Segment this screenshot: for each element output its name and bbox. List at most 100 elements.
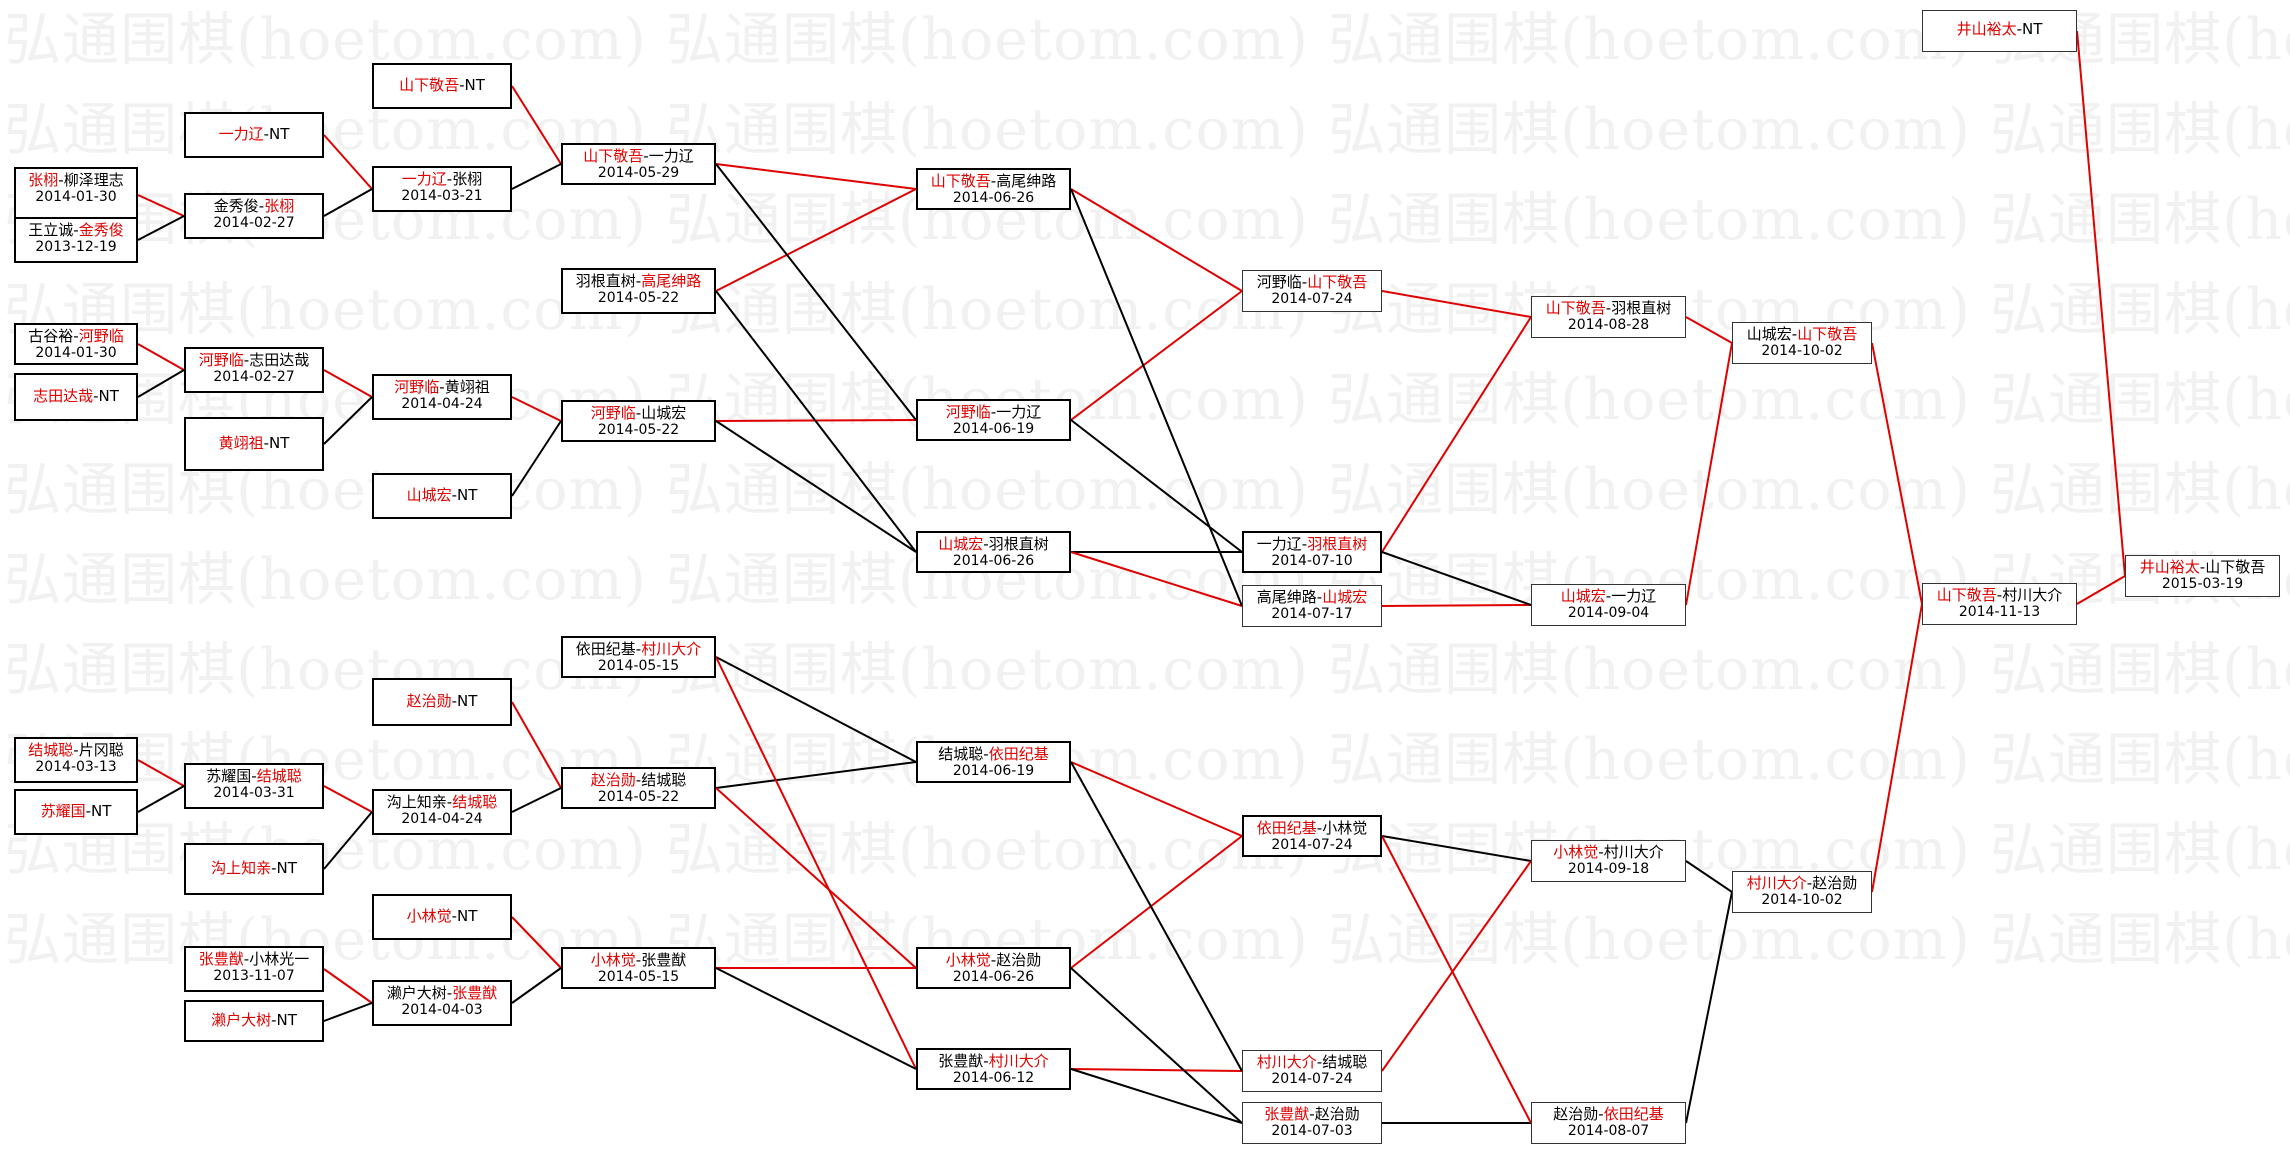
player-name: -NT [263, 434, 290, 452]
match-date: 2014-06-12 [952, 1070, 1035, 1086]
connector-m47-m49 [1871, 342, 1923, 605]
match-players: 张豊猷-赵治勋 [1243, 1106, 1381, 1123]
match-date: 2014-06-26 [952, 190, 1035, 206]
winner-name: 山城宏 [406, 486, 452, 504]
winner-name: 依田纪基 [988, 745, 1049, 763]
match-date: 2014-05-22 [597, 290, 680, 306]
player-name: -志田达哉 [243, 351, 310, 369]
match-players: 山城宏-山下敬吾 [1733, 326, 1871, 343]
winner-name: 井山裕太 [1956, 20, 2017, 38]
connector-m33-m39 [1070, 551, 1243, 607]
match-players: 河野临-山下敬吾 [1243, 274, 1381, 291]
connector-m28-m36 [715, 656, 917, 1070]
match-date: 2014-03-13 [35, 759, 117, 775]
match-date: 2014-02-27 [213, 215, 295, 231]
match-players: 山城宏-羽根直树 [918, 536, 1069, 553]
connector-m13-m22 [323, 785, 373, 813]
winner-name: 小林觉 [945, 951, 991, 969]
winner-name: 村川大介 [641, 640, 702, 658]
match-players: 张豊猷-小林光一 [186, 951, 322, 968]
winner-name: 依田纪基 [1603, 1105, 1664, 1123]
match-date: 2014-05-29 [597, 165, 680, 181]
connector-m48-m49 [1871, 603, 1923, 893]
match-players: 小林觉-张豊猷 [563, 952, 714, 969]
watermark-text: 弘通围棋(hoetom.com) 弘通围棋(hoetom.com) 弘通围棋(h… [4, 727, 2290, 793]
match-date: 2014-06-19 [952, 763, 1035, 779]
connector-m31-m37 [1070, 188, 1243, 292]
player-name: -NT [271, 1011, 297, 1029]
watermark-text: 弘通围棋(hoetom.com) 弘通围棋(hoetom.com) 弘通围棋(h… [4, 277, 2290, 343]
connector-m38-m43 [1381, 316, 1532, 553]
match-date: 2014-07-24 [1271, 1071, 1353, 1087]
match-box-m16: 濑户大树-NT [184, 1000, 324, 1042]
connector-m02-m10 [137, 215, 185, 241]
player-name: -NT [451, 486, 478, 504]
match-box-m12: 黄翊祖-NT [184, 417, 324, 471]
match-players: 河野临-山城宏 [563, 405, 714, 422]
winner-name: 山下敬吾 [1307, 273, 1368, 291]
connector-m50-m51 [2076, 30, 2126, 577]
player-name: -一力辽 [643, 147, 694, 165]
match-date: 2014-01-30 [35, 345, 117, 361]
match-date: 2013-12-19 [35, 239, 117, 255]
match-date: 2014-10-02 [1761, 892, 1843, 908]
player-name: -村川大介 [1598, 843, 1664, 861]
winner-name: 河野临 [78, 327, 124, 345]
connector-m43-m47 [1685, 316, 1733, 344]
player-name: -羽根直树 [983, 535, 1049, 553]
match-players: 高尾绅路-山城宏 [1243, 589, 1381, 606]
match-players: 山下敬吾-一力辽 [563, 148, 714, 165]
player-name: -村川大介 [1996, 586, 2063, 604]
winner-name: 结城聪 [28, 741, 74, 759]
winner-name: 金秀俊 [78, 221, 124, 239]
match-date: 2014-08-28 [1567, 317, 1650, 333]
match-date: 2015-03-19 [2161, 576, 2244, 592]
player-name: -结城聪 [1316, 1053, 1368, 1071]
connector-m18-m25 [511, 163, 562, 190]
match-players: 结城聪-片冈聪 [16, 742, 136, 759]
player-name: -NT [93, 387, 119, 405]
connector-m01-m10 [137, 194, 185, 217]
match-players: 张豊猷-村川大介 [918, 1053, 1069, 1070]
player-name: 依田纪基- [575, 640, 642, 658]
winner-name: 村川大介 [1746, 874, 1807, 892]
connector-m22-m29 [511, 787, 562, 813]
player-name: -赵治勋 [1806, 874, 1858, 892]
match-box-m23: 小林觉-NT [372, 894, 512, 940]
player-name: -小林光一 [243, 950, 310, 968]
match-players: 沟上知亲-NT [186, 860, 322, 877]
watermark-text: 弘通围棋(hoetom.com) 弘通围棋(hoetom.com) 弘通围棋(h… [4, 7, 2290, 73]
connector-m25-m32 [715, 163, 917, 421]
match-players: 金秀俊-张栩 [186, 198, 322, 215]
connector-m26-m33 [715, 290, 917, 553]
connector-m29-m34 [715, 761, 917, 789]
player-name: -山下敬吾 [2199, 558, 2266, 576]
match-players: 井山裕太-NT [1923, 21, 2076, 38]
player-name: -片冈聪 [73, 741, 124, 759]
winner-name: 结城聪 [452, 793, 498, 811]
winner-name: 山城宏 [938, 535, 984, 553]
player-name: 一力辽- [1256, 535, 1308, 553]
connector-m27-m33 [715, 420, 917, 553]
connector-m36-m42 [1070, 1068, 1243, 1124]
match-players: 山下敬吾-村川大介 [1923, 587, 2076, 604]
connector-m34-m40 [1070, 761, 1243, 837]
player-name: 赵治勋- [1553, 1105, 1604, 1123]
connector-m31-m39 [1070, 188, 1243, 607]
match-players: 山城宏-一力辽 [1532, 588, 1685, 605]
winner-name: 村川大介 [1256, 1053, 1317, 1071]
match-box-m50: 井山裕太-NT [1922, 10, 2077, 52]
